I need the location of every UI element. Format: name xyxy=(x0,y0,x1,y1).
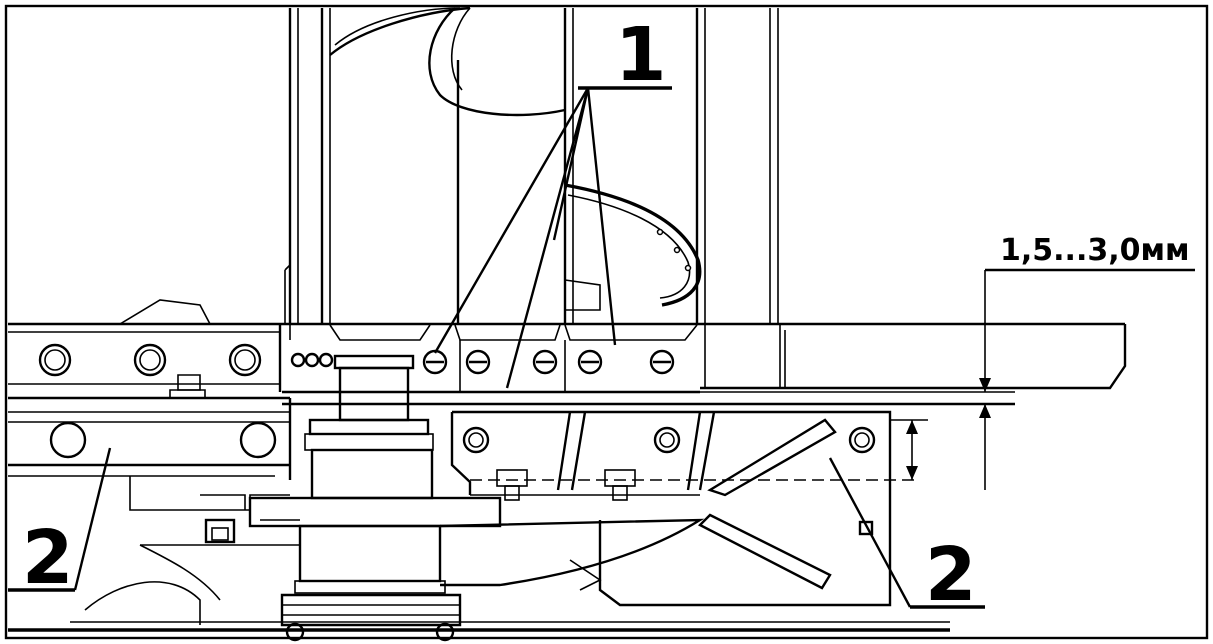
callout-2-left-label: 2 xyxy=(22,515,74,601)
knife-bar xyxy=(8,322,1127,406)
gap-dimension xyxy=(890,268,1195,490)
base-strip xyxy=(8,621,950,642)
spindle-hub xyxy=(140,354,705,627)
left-beam xyxy=(8,396,300,625)
leader-lines-2 xyxy=(8,447,985,609)
callout-2-right-label: 2 xyxy=(925,532,977,618)
callout-1-label: 1 xyxy=(615,12,667,98)
knife-bolts xyxy=(290,349,675,375)
auger-flight xyxy=(329,6,702,311)
auger-housing xyxy=(284,8,779,325)
gap-dimension-label: 1,5...3,0мм xyxy=(1000,233,1190,268)
drawing-frame xyxy=(4,4,1209,640)
counter-plate xyxy=(450,410,920,607)
leader-lines-1 xyxy=(433,86,672,389)
